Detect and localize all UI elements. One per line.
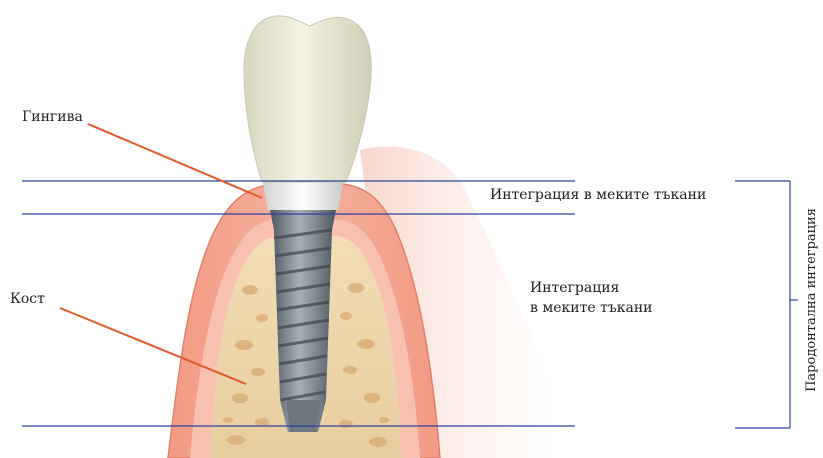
- tooth-crown: [244, 16, 371, 182]
- abutment: [262, 178, 344, 210]
- periodontal-bracket: [735, 181, 798, 428]
- bone-label: Кост: [10, 290, 45, 308]
- gingiva-leader: [88, 124, 262, 198]
- soft-tissue-integration-label: Интеграция в меките тъкани: [488, 186, 708, 204]
- soft-tissue-integration-label-2-line1: Интеграция: [530, 279, 619, 297]
- soft-tissue-integration-label-2-line2: в меките тъкани: [530, 299, 652, 317]
- implant-apex: [286, 400, 320, 432]
- gingiva-label: Гингива: [22, 108, 83, 126]
- periodontal-integration-label: Пародонтална интеграция: [803, 170, 821, 430]
